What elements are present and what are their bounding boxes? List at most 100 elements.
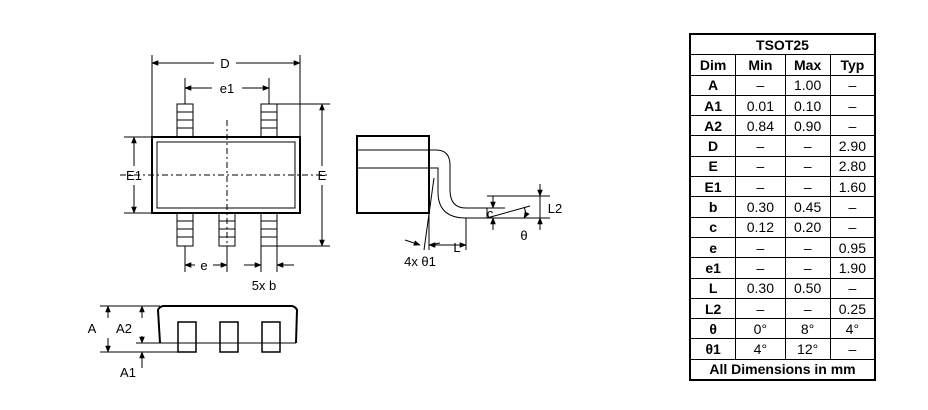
dimension-D	[151, 55, 301, 137]
cell-max: 0.90	[784, 115, 831, 137]
angle-theta	[486, 205, 531, 219]
dimension-b	[244, 246, 294, 272]
cell-dim: E	[689, 155, 737, 178]
table-title: TSOT25	[689, 33, 876, 56]
table-footer-row: All Dimensions in mm	[689, 358, 876, 381]
label-e: e	[200, 258, 207, 273]
cell-typ: 4°	[829, 318, 876, 340]
cell-typ: 1.90	[829, 257, 876, 279]
table-row: E1––1.60	[689, 176, 876, 198]
label-A2: A2	[116, 321, 132, 336]
cell-typ: 0.95	[829, 236, 876, 259]
table-row: e1––1.90	[689, 257, 876, 279]
dimension-E1	[124, 136, 152, 214]
table-row: e––0.95	[689, 236, 876, 259]
cell-typ: 2.80	[829, 155, 876, 178]
cell-max: 0.20	[784, 216, 831, 238]
label-theta: θ	[520, 228, 527, 243]
angle-theta1	[404, 239, 441, 246]
package-outline-drawing: D e1 E1 E e 5x b	[88, 55, 562, 380]
end-pin-right	[261, 321, 281, 353]
table-row: A–1.00–	[689, 74, 876, 96]
cell-min: 0.01	[735, 94, 786, 117]
label-E1: E1	[126, 168, 142, 183]
cell-typ: –	[829, 338, 876, 360]
cell-typ: 2.90	[829, 135, 876, 157]
label-E: E	[318, 168, 327, 183]
cell-typ: –	[829, 94, 876, 117]
top-pin-left	[176, 103, 194, 138]
cell-typ: 1.60	[829, 176, 876, 198]
cell-min: 0.30	[735, 277, 786, 299]
cell-min: –	[735, 257, 786, 279]
label-L: L	[453, 240, 460, 255]
label-A1: A1	[120, 365, 136, 380]
cell-max: 0.50	[784, 277, 831, 299]
cell-dim: A1	[689, 94, 737, 117]
cell-typ: –	[829, 277, 876, 299]
end-view	[100, 305, 299, 368]
cell-dim: E1	[689, 176, 737, 198]
table-row: D––2.90	[689, 135, 876, 157]
cell-min: 0.12	[735, 216, 786, 238]
dimension-e1	[184, 78, 270, 104]
cell-dim: A	[689, 74, 737, 96]
cell-max: –	[784, 236, 831, 259]
cell-max: 0.10	[784, 94, 831, 117]
label-L2: L2	[548, 201, 562, 216]
side-view	[356, 135, 550, 251]
cell-min: –	[735, 135, 786, 157]
label-A: A	[88, 321, 97, 336]
cell-min: 0.84	[735, 115, 786, 137]
cell-min: –	[735, 297, 786, 320]
label-4x-theta1: 4x θ1	[404, 254, 436, 269]
cell-max: –	[784, 297, 831, 320]
cell-min: 0°	[735, 318, 786, 340]
table-row: E––2.80	[689, 155, 876, 178]
cell-dim: b	[689, 196, 737, 218]
table-title-row: TSOT25	[689, 33, 876, 56]
cell-dim: A2	[689, 115, 737, 137]
cell-dim: θ1	[689, 338, 737, 360]
label-5xb: 5x b	[252, 278, 277, 293]
dimension-E	[277, 103, 330, 247]
cell-dim: e	[689, 236, 737, 259]
cell-max: 8°	[784, 318, 831, 340]
gull-wing-lead	[429, 149, 488, 219]
cell-dim: c	[689, 216, 737, 238]
bottom-pin-left	[176, 212, 194, 247]
cell-dim: e1	[689, 257, 737, 279]
cell-typ: –	[829, 216, 876, 238]
package-body-end	[156, 305, 299, 344]
label-D: D	[220, 56, 229, 71]
cell-max: –	[784, 135, 831, 157]
label-c: c	[487, 206, 494, 221]
header-dim: Dim	[689, 54, 737, 76]
table-row: L2––0.25	[689, 297, 876, 320]
table-footer: All Dimensions in mm	[689, 358, 876, 381]
cell-dim: θ	[689, 318, 737, 340]
cell-typ: –	[829, 74, 876, 96]
cell-dim: L	[689, 277, 737, 299]
cell-typ: –	[829, 115, 876, 137]
cell-max: –	[784, 155, 831, 178]
package-body-side	[356, 135, 430, 214]
end-pin-middle	[219, 321, 239, 353]
label-e1: e1	[220, 81, 234, 96]
bottom-pin-right	[260, 212, 278, 247]
cell-min: –	[735, 236, 786, 259]
cell-max: 12°	[784, 338, 831, 360]
cell-max: –	[784, 257, 831, 279]
cell-typ: –	[829, 196, 876, 218]
top-view	[120, 55, 330, 272]
top-pin-right	[260, 103, 278, 138]
cell-dim: D	[689, 135, 737, 157]
cell-max: 1.00	[784, 74, 831, 96]
cell-typ: 0.25	[829, 297, 876, 320]
